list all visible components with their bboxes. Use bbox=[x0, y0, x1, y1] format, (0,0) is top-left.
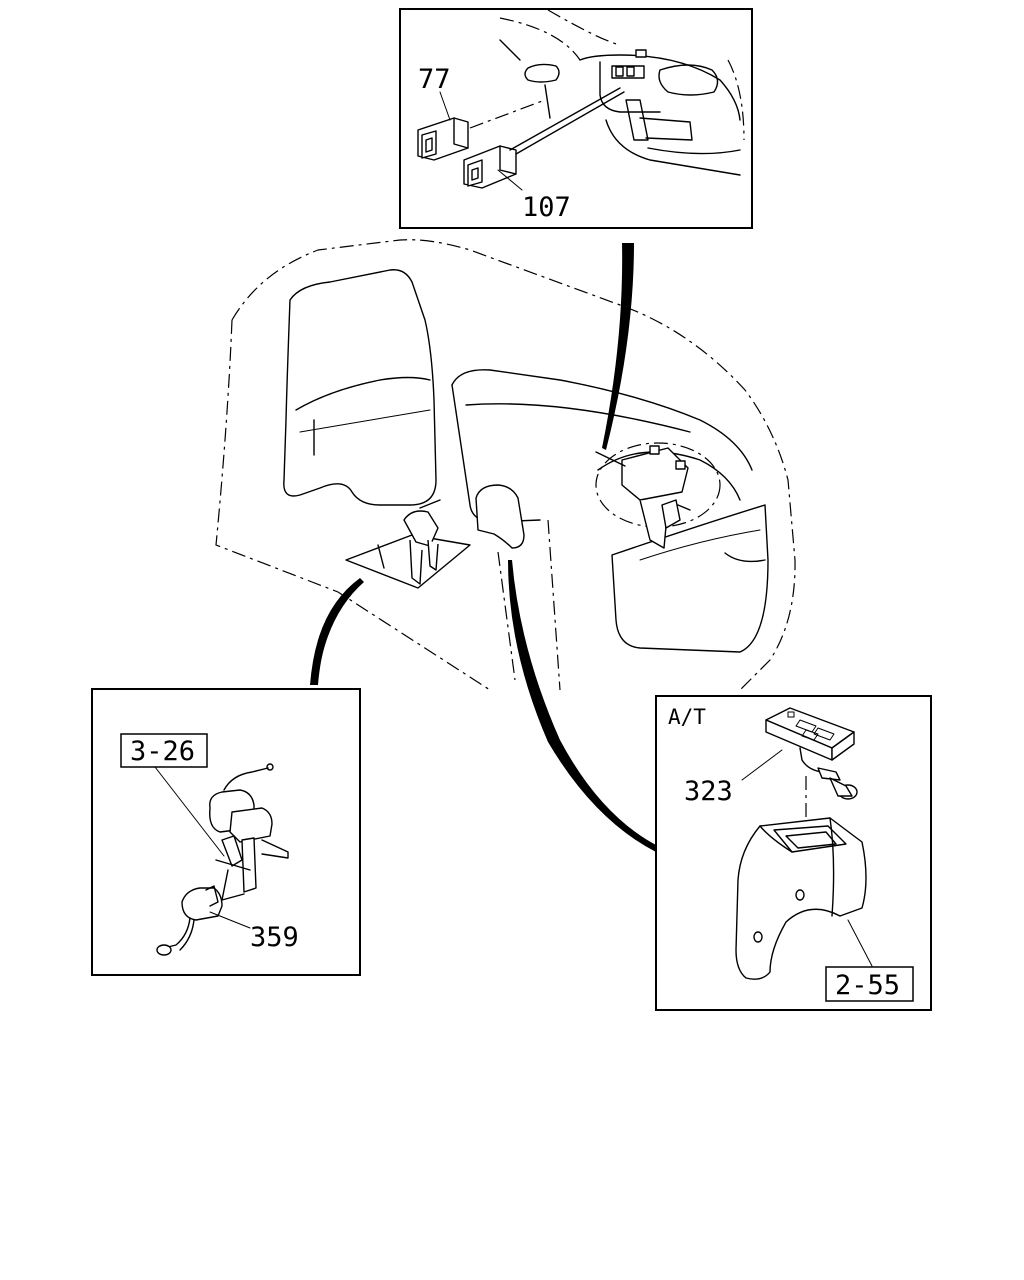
ref-box-2-55 bbox=[825, 966, 914, 1002]
label-part-323: 323 bbox=[684, 776, 733, 807]
inset-right-at-console: A/T 323 2-55 bbox=[655, 695, 932, 1011]
leader-sweep-top bbox=[602, 243, 634, 450]
label-part-77: 77 bbox=[418, 64, 451, 95]
inset-left-sensor: 3-26 359 bbox=[91, 688, 361, 976]
label-part-107: 107 bbox=[522, 192, 571, 223]
leader-sweeps bbox=[310, 243, 656, 852]
sensor-359-icon bbox=[181, 887, 223, 921]
label-ref-2-55: 2-55 bbox=[835, 970, 900, 1001]
cabin-interior-outline bbox=[215, 239, 796, 691]
label-variant-at: A/T bbox=[668, 705, 706, 729]
ref-box-3-26 bbox=[120, 733, 208, 768]
leader-sweep-left bbox=[310, 578, 364, 685]
leader-sweep-right bbox=[508, 560, 656, 852]
label-ref-3-26: 3-26 bbox=[130, 736, 195, 767]
inset-top-switches: 77 107 bbox=[399, 8, 753, 229]
label-part-359: 359 bbox=[250, 922, 299, 953]
